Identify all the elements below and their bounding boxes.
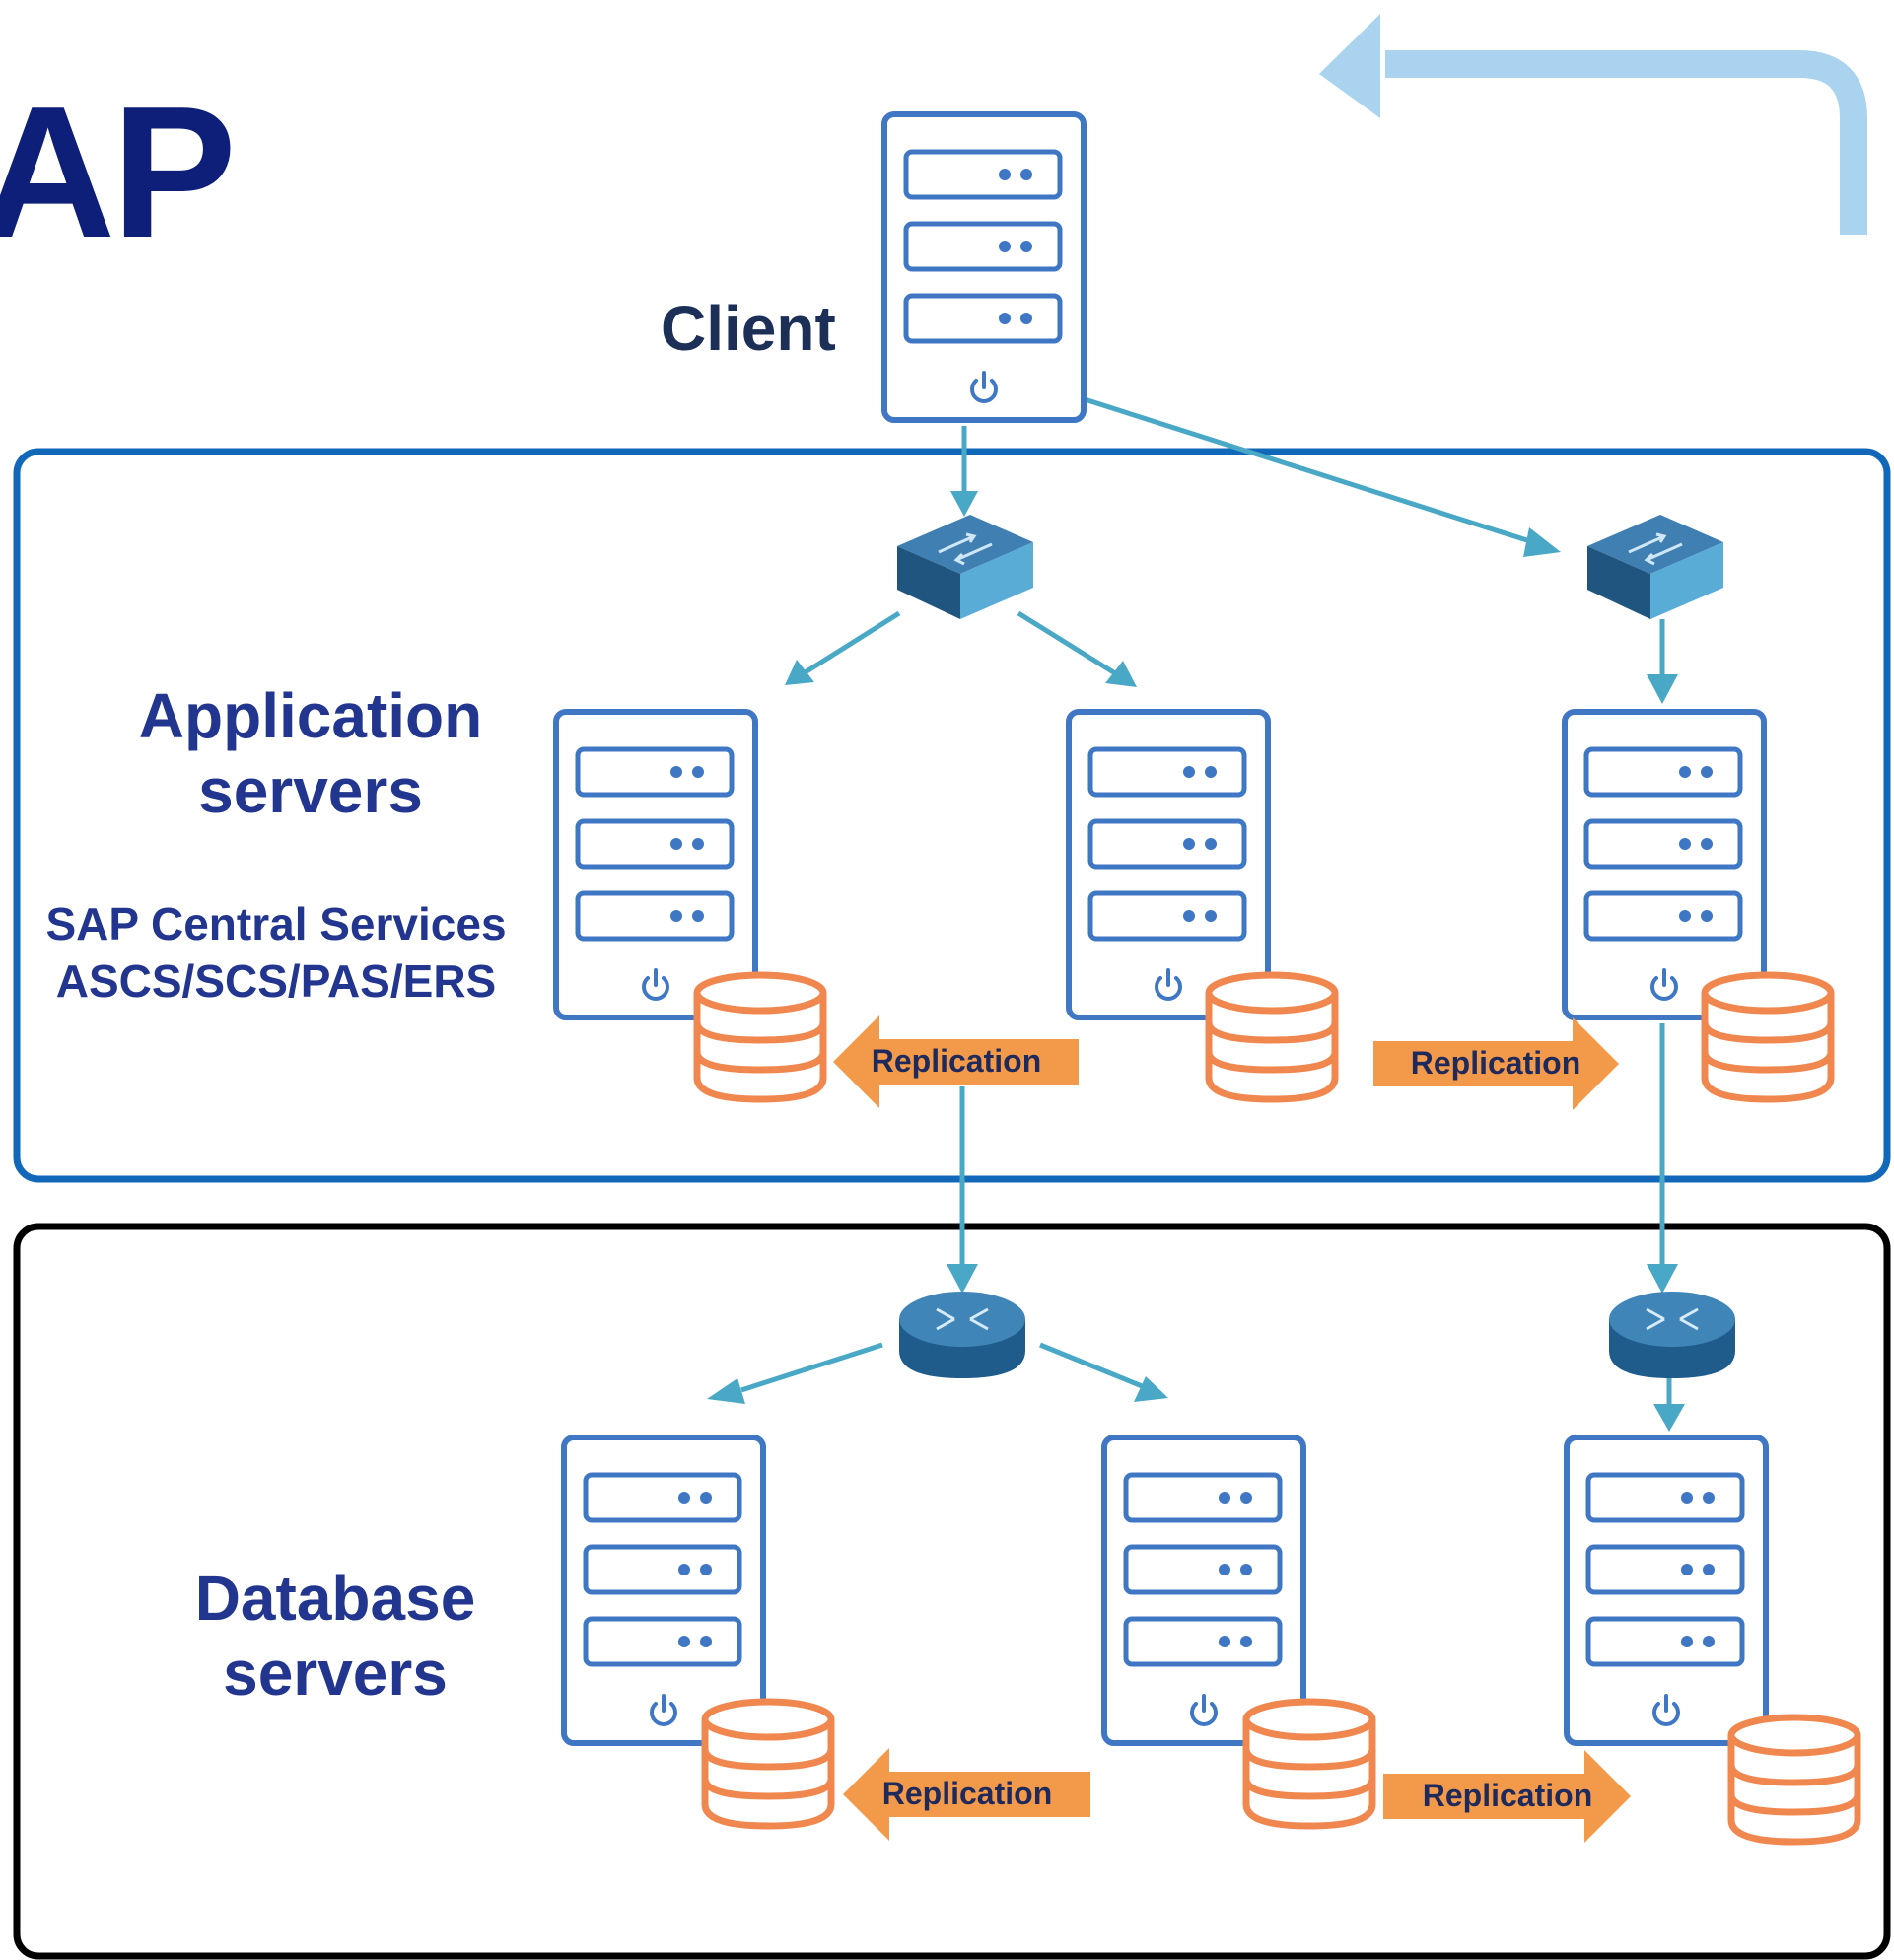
app-server-icon xyxy=(1069,712,1268,1017)
database-icon xyxy=(1209,975,1335,1099)
client-label: Client xyxy=(661,293,836,364)
connector-arrowheads xyxy=(707,491,1685,1432)
application-label-line1: Application xyxy=(138,680,483,751)
replication-arrow-left xyxy=(833,1015,1079,1108)
database-icon xyxy=(705,1702,831,1826)
database-label-line1: Database xyxy=(194,1563,476,1634)
central-services-line2: ASCS/SCS/PAS/ERS xyxy=(55,955,497,1007)
database-icon xyxy=(1731,1717,1858,1842)
page-title: AP xyxy=(0,68,237,277)
database-icon xyxy=(1246,1702,1372,1826)
application-servers-label: Application servers xyxy=(128,678,493,828)
central-services-line1: SAP Central Services xyxy=(45,898,507,949)
replication-arrow-right xyxy=(1373,1017,1619,1110)
central-services-label: SAP Central Services ASCS/SCS/PAS/ERS xyxy=(20,895,532,1010)
network-connectors xyxy=(740,396,1672,1406)
replication-label: Replication xyxy=(871,1043,1042,1079)
replication-label: Replication xyxy=(1422,1778,1593,1813)
database-icon xyxy=(1705,975,1831,1099)
replication-label: Replication xyxy=(1410,1045,1581,1081)
router-icon xyxy=(897,1290,1027,1380)
database-servers-label: Database servers xyxy=(168,1561,503,1711)
database-label-line2: servers xyxy=(223,1638,448,1709)
router-icon xyxy=(1607,1290,1737,1380)
db-server-icon xyxy=(1567,1437,1766,1743)
replication-arrow-right xyxy=(1383,1750,1631,1843)
network-switch-icon xyxy=(1585,513,1725,621)
db-server-icon xyxy=(564,1437,763,1743)
app-server-icon xyxy=(1565,712,1764,1017)
network-switch-icon xyxy=(895,513,1035,621)
replication-arrow-left xyxy=(843,1748,1090,1841)
application-tier-frame xyxy=(13,448,1891,1183)
application-label-line2: servers xyxy=(198,755,423,826)
client-server-icon xyxy=(884,114,1084,420)
app-server-icon xyxy=(556,712,755,1017)
replication-label: Replication xyxy=(881,1776,1053,1811)
back-arrow-icon[interactable] xyxy=(1319,14,1867,235)
db-server-icon xyxy=(1104,1437,1303,1743)
database-tier-frame xyxy=(13,1223,1891,1960)
database-icon xyxy=(697,975,823,1099)
